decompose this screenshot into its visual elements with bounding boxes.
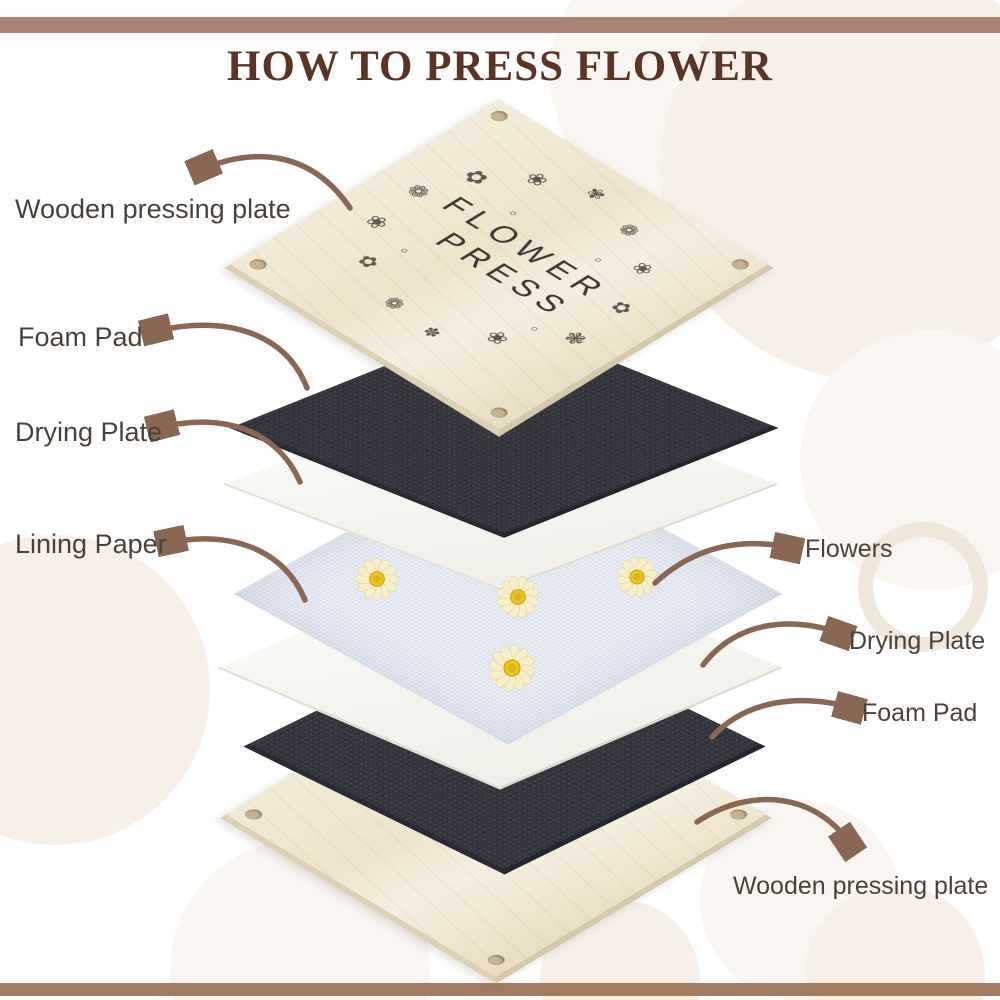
- engraving-text: FLOWER PRESS: [400, 192, 618, 326]
- flower-doodle-icon: ❀: [480, 326, 515, 349]
- flower-doodle-icon: ❀: [625, 259, 659, 278]
- label-wooden-pressing-plate-bottom: Wooden pressing plate: [733, 872, 989, 900]
- flower-doodle-icon: ❁: [400, 180, 436, 203]
- layer-wooden-pressing-plate-top: ✾ ❀ ❁ ✿ ❀ ❁ ✿ ❀ ❃ ✿ ❀ ❁ ✽ FLOWER PRESS: [224, 99, 774, 437]
- flower-doodle-icon: ✽: [417, 324, 446, 341]
- screw-hole: [241, 807, 266, 822]
- flower-doodle-icon: ❀: [520, 167, 555, 191]
- engraving-dot-icon: [530, 326, 539, 332]
- daisy-flower: [612, 552, 662, 602]
- label-drying-plate-bottom: Drying Plate: [849, 627, 986, 655]
- flower-doodle-icon: ✾: [580, 184, 612, 204]
- bottom-border-bar: [0, 983, 1000, 996]
- engraving-dot-icon: [593, 257, 603, 263]
- label-foam-pad-bottom: Foam Pad: [862, 699, 978, 727]
- flower-press-engraving: ✾ ❀ ❁ ✿ ❀ ❁ ✿ ❀ ❃ ✿ ❀ ❁ ✽ FLOWER PRESS: [259, 117, 740, 413]
- screw-hole: [483, 952, 509, 968]
- top-border-bar: [0, 17, 1000, 33]
- label-drying-plate-top: Drying Plate: [15, 417, 163, 447]
- screw-hole: [726, 807, 751, 822]
- flower-doodle-icon: ❃: [558, 327, 592, 350]
- engraving-dot-icon: [508, 210, 518, 216]
- flower-doodle-icon: ✿: [604, 298, 638, 318]
- flower-doodle-icon: ❀: [358, 211, 396, 233]
- flower-doodle-icon: ✿: [460, 165, 493, 189]
- page-title: HOW TO PRESS FLOWER: [227, 43, 773, 90]
- daisy-flower: [355, 557, 399, 601]
- label-wooden-pressing-plate-top: Wooden pressing plate: [15, 194, 291, 224]
- flower-doodle-icon: ❁: [376, 293, 411, 314]
- label-flowers: Flowers: [805, 535, 893, 563]
- daisy-flower: [484, 640, 540, 696]
- flower-doodle-icon: ❁: [611, 220, 645, 241]
- label-lining-paper: Lining Paper: [15, 529, 167, 559]
- label-foam-pad-top: Foam Pad: [18, 322, 143, 352]
- flower-doodle-icon: ✿: [351, 251, 385, 272]
- engraving-dot-icon: [400, 247, 409, 254]
